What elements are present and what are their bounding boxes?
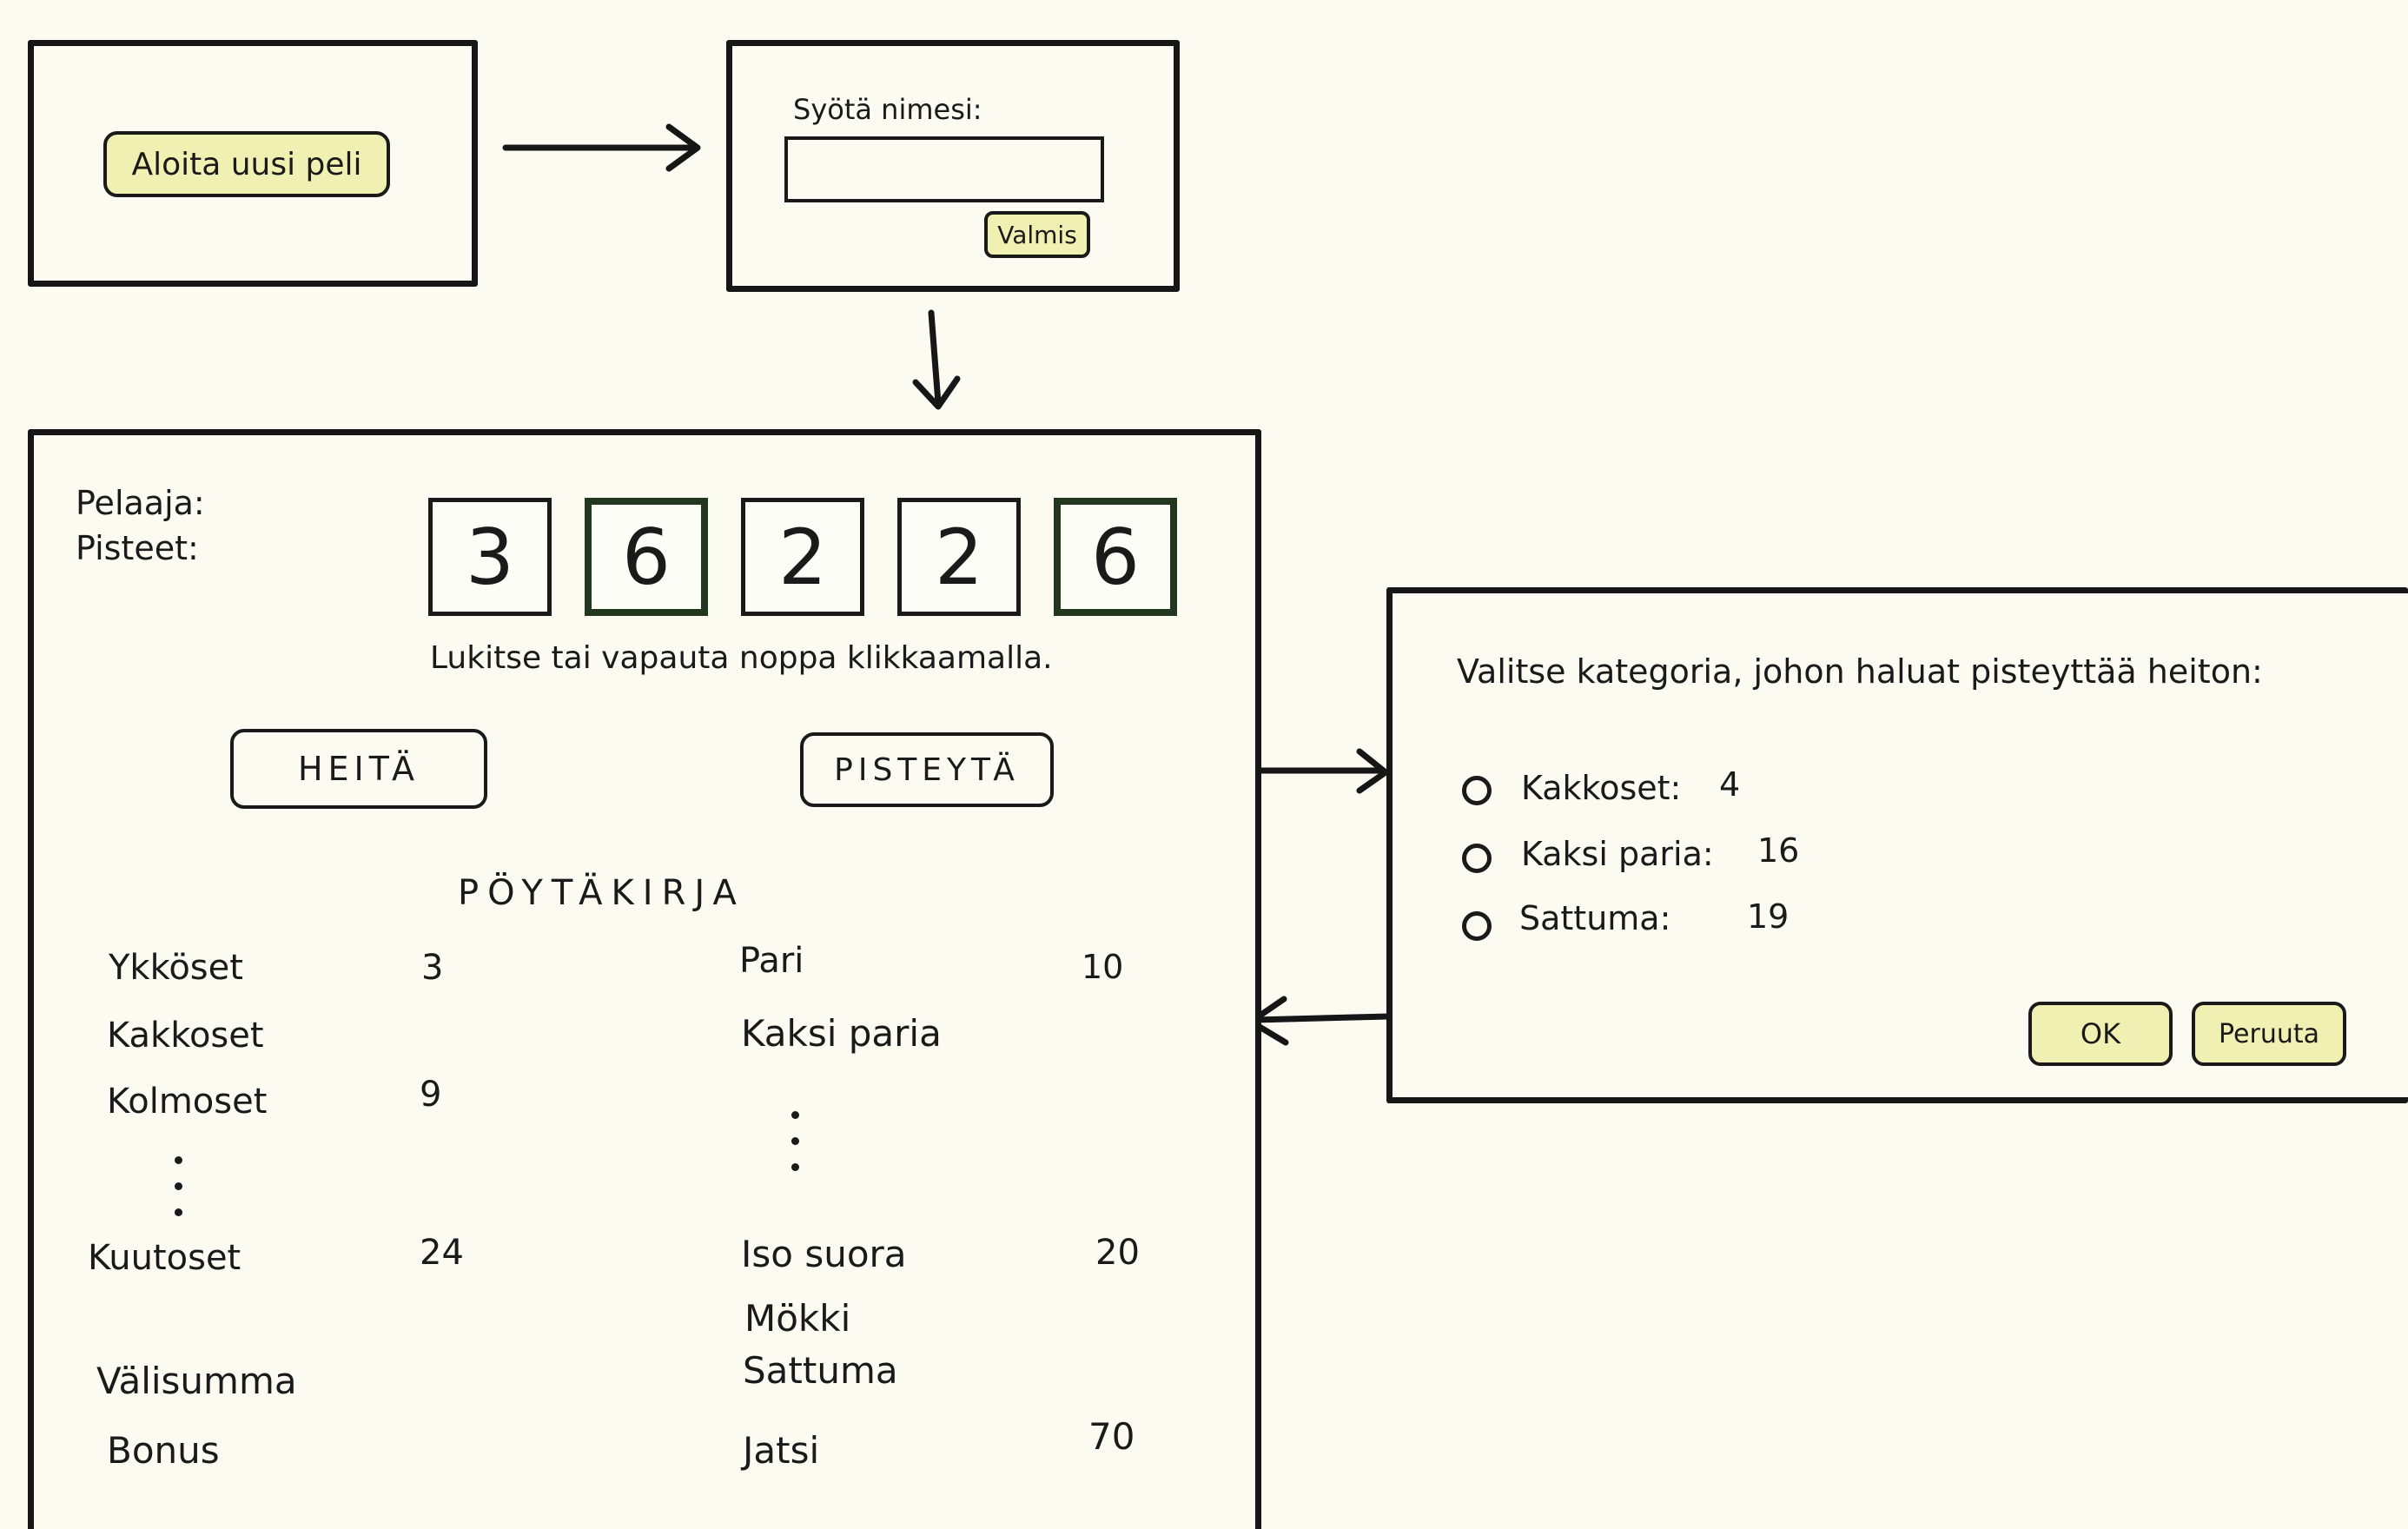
ellipsis-dot	[175, 1156, 182, 1164]
ellipsis-dot	[791, 1111, 799, 1119]
die-2[interactable]: 6	[585, 498, 708, 616]
row-label-mokki: Mökki	[744, 1297, 851, 1340]
score-button[interactable]: PISTEYTÄ	[800, 732, 1054, 807]
new-game-button-label: Aloita uusi peli	[131, 146, 362, 182]
score-button-label: PISTEYTÄ	[834, 751, 1020, 788]
die-1[interactable]: 3	[428, 498, 552, 616]
name-input[interactable]	[784, 136, 1104, 202]
row-value-kolmoset: 9	[420, 1075, 442, 1115]
radio-sattuma[interactable]	[1462, 911, 1492, 941]
die-1-value: 3	[466, 512, 514, 602]
scoresheet-title: PÖYTÄKIRJA	[458, 873, 745, 913]
points-label: Pisteet:	[76, 529, 199, 567]
row-label-ykkoset: Ykköset	[109, 948, 243, 988]
ellipsis-dot	[175, 1182, 182, 1190]
cancel-button[interactable]: Peruuta	[2192, 1002, 2346, 1066]
arrow-dialog-to-game	[1251, 1013, 1392, 1023]
row-label-kolmoset: Kolmoset	[107, 1082, 268, 1122]
option-value-kakkoset: 4	[1719, 765, 1741, 804]
ellipsis-dot	[175, 1208, 182, 1216]
row-label-kaksi-paria: Kaksi paria	[741, 1012, 942, 1055]
row-value-pari: 10	[1082, 948, 1124, 986]
die-5-value: 6	[1091, 512, 1140, 602]
ellipsis-dot	[791, 1137, 799, 1145]
die-4-value: 2	[935, 512, 983, 602]
cancel-button-label: Peruuta	[2219, 1018, 2319, 1049]
die-2-value: 6	[622, 512, 671, 602]
roll-button[interactable]: HEITÄ	[230, 729, 487, 809]
row-label-sattuma: Sattuma	[743, 1349, 898, 1392]
row-label-iso-suora: Iso suora	[741, 1233, 907, 1275]
new-game-button[interactable]: Aloita uusi peli	[103, 131, 390, 197]
dice-hint: Lukitse tai vapauta noppa klikkaamalla.	[430, 640, 1053, 676]
die-4[interactable]: 2	[897, 498, 1021, 616]
die-3-value: 2	[778, 512, 827, 602]
done-button[interactable]: Valmis	[984, 211, 1090, 258]
name-dialog: Syötä nimesi: Valmis	[726, 40, 1180, 292]
row-value-iso-suora: 20	[1095, 1233, 1140, 1273]
done-button-label: Valmis	[997, 220, 1077, 249]
category-prompt: Valitse kategoria, johon haluat pisteytt…	[1457, 652, 2263, 691]
row-label-bonus: Bonus	[107, 1429, 220, 1472]
row-label-valisumma: Välisumma	[96, 1360, 297, 1402]
row-label-kuutoset: Kuutoset	[88, 1238, 241, 1278]
arrow-name-to-game	[928, 309, 942, 407]
name-label: Syötä nimesi:	[793, 93, 982, 126]
row-label-jatsi: Jatsi	[743, 1429, 820, 1472]
option-label-kaksi-paria: Kaksi paria:	[1521, 835, 1714, 873]
ok-button-label: OK	[2080, 1017, 2121, 1050]
row-label-pari: Pari	[739, 941, 804, 981]
row-label-kakkoset: Kakkoset	[107, 1016, 264, 1056]
ok-button[interactable]: OK	[2028, 1002, 2173, 1066]
category-dialog: Valitse kategoria, johon haluat pisteytt…	[1386, 587, 2408, 1103]
option-value-kaksi-paria: 16	[1757, 831, 1800, 870]
row-value-ykkoset: 3	[421, 948, 444, 988]
row-value-kuutoset: 24	[420, 1233, 464, 1273]
die-3[interactable]: 2	[741, 498, 864, 616]
roll-button-label: HEITÄ	[297, 750, 420, 788]
option-label-sattuma: Sattuma:	[1519, 899, 1671, 937]
game-screen: Pelaaja: Pisteet: 3 6 2 2 6 Lukitse tai …	[28, 429, 1261, 1529]
radio-kakkoset[interactable]	[1462, 776, 1492, 805]
row-value-jatsi: 70	[1088, 1415, 1135, 1458]
die-5[interactable]: 6	[1054, 498, 1177, 616]
option-value-sattuma: 19	[1747, 897, 1789, 936]
option-label-kakkoset: Kakkoset:	[1521, 769, 1682, 807]
start-screen: Aloita uusi peli	[28, 40, 478, 287]
player-label: Pelaaja:	[76, 484, 205, 522]
ellipsis-dot	[791, 1163, 799, 1171]
radio-kaksi-paria[interactable]	[1462, 844, 1492, 873]
